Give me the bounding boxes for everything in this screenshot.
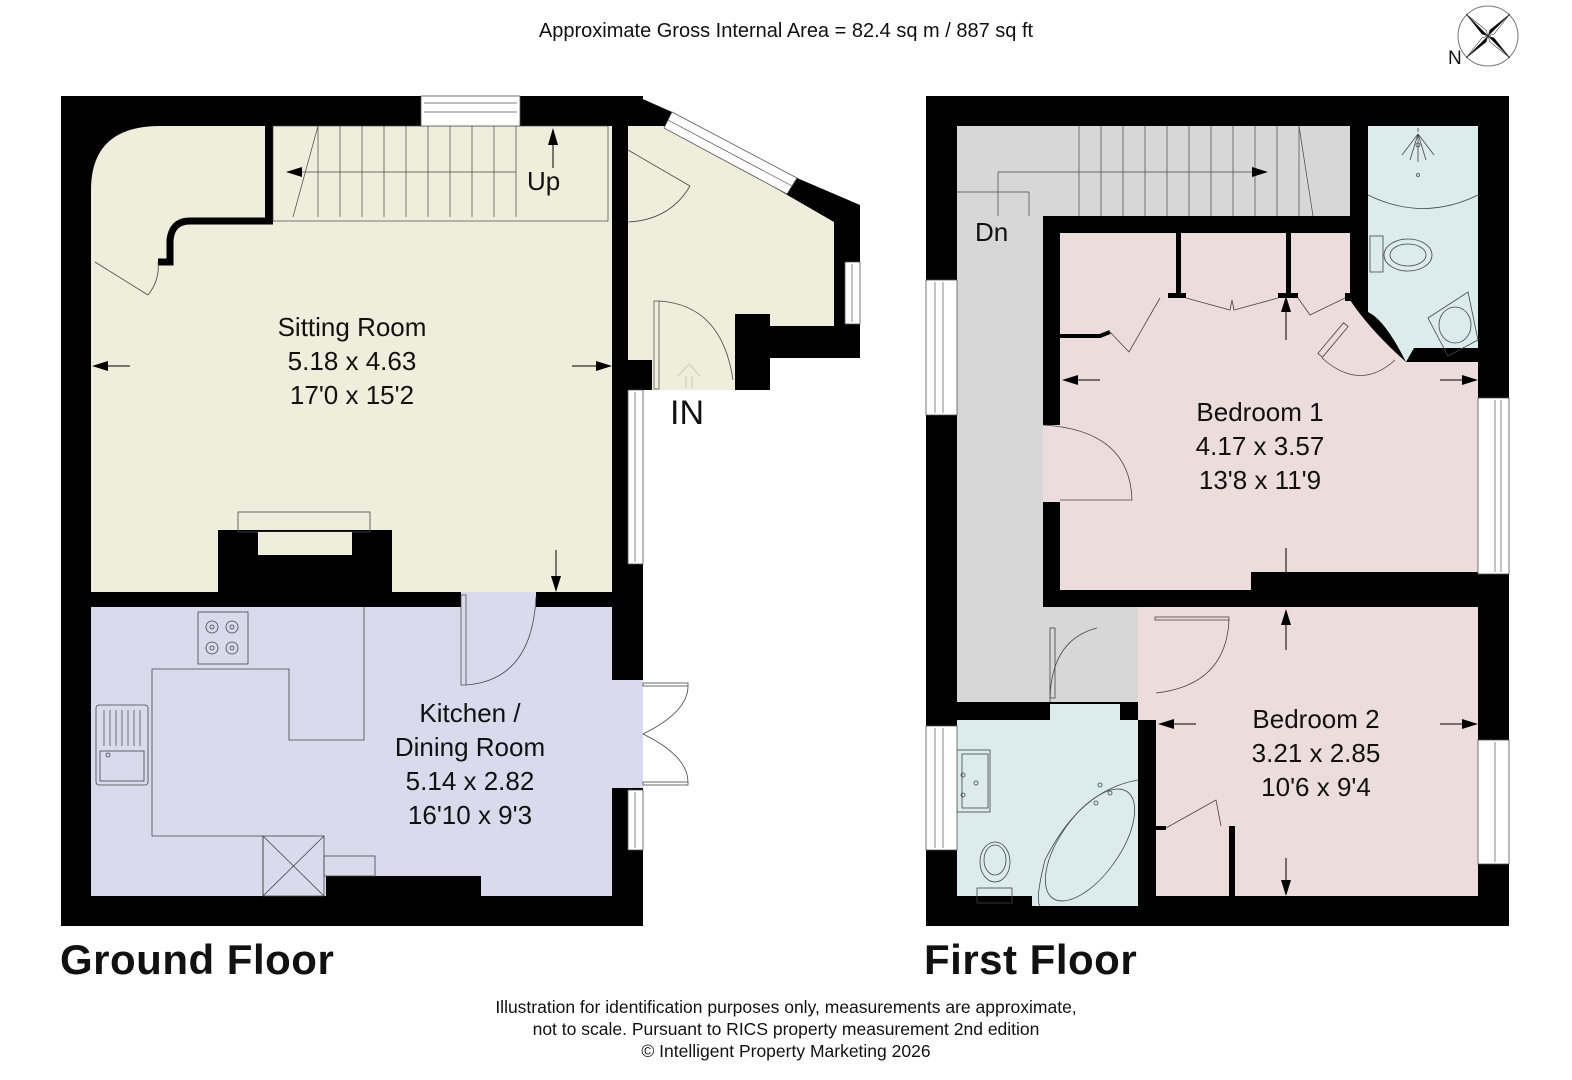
compass-rose-icon bbox=[1457, 5, 1519, 67]
stairs-up-label: Up bbox=[527, 166, 561, 196]
room-sitting-room: Sitting Room 5.18 x 4.63 17'0 x 15'2 bbox=[232, 310, 472, 412]
entrance-label: IN bbox=[670, 394, 704, 432]
gross-internal-area: Approximate Gross Internal Area = 82.4 s… bbox=[538, 20, 1034, 42]
stairs-down-label: Dn bbox=[975, 217, 1009, 247]
ground-floor-title: Ground Floor bbox=[60, 936, 335, 983]
first-floor-title: First Floor bbox=[924, 936, 1138, 983]
room-metric: 4.17 x 3.57 bbox=[1195, 431, 1325, 461]
bedroom-1-floor bbox=[1060, 233, 1478, 590]
sitting-room-floor bbox=[91, 126, 612, 592]
entrance-hall-floor bbox=[628, 126, 834, 390]
disclaimer-line-1: Illustration for identification purposes… bbox=[495, 997, 1077, 1017]
room-imperial: 16'10 x 9'3 bbox=[407, 800, 533, 830]
room-imperial: 17'0 x 15'2 bbox=[289, 380, 415, 410]
ground-floor-plan bbox=[61, 95, 861, 926]
room-metric: 5.14 x 2.82 bbox=[405, 766, 535, 796]
room-name-line2: Dining Room bbox=[394, 732, 546, 762]
room-metric: 3.21 x 2.85 bbox=[1251, 738, 1381, 768]
first-floor-plan bbox=[925, 96, 1510, 926]
room-name: Kitchen / bbox=[419, 698, 521, 728]
room-kitchen-dining: Kitchen / Dining Room 5.14 x 2.82 16'10 … bbox=[360, 696, 580, 832]
room-imperial: 10'6 x 9'4 bbox=[1261, 772, 1371, 802]
kitchen-floor bbox=[91, 592, 643, 896]
landing-floor bbox=[957, 126, 1350, 702]
room-bedroom-1: Bedroom 1 4.17 x 3.57 13'8 x 11'9 bbox=[1160, 395, 1360, 497]
bathroom-floor bbox=[957, 704, 1138, 906]
room-name: Bedroom 1 bbox=[1196, 397, 1324, 427]
room-name: Bedroom 2 bbox=[1252, 704, 1380, 734]
bedroom-2-floor bbox=[1138, 607, 1478, 896]
room-name: Sitting Room bbox=[277, 312, 427, 342]
disclaimer: Illustration for identification purposes… bbox=[0, 996, 1572, 1062]
room-imperial: 13'8 x 11'9 bbox=[1198, 465, 1322, 495]
room-bedroom-2: Bedroom 2 3.21 x 2.85 10'6 x 9'4 bbox=[1216, 702, 1416, 804]
copyright: © Intelligent Property Marketing 2026 bbox=[641, 1041, 931, 1061]
compass-north-label: N bbox=[1448, 48, 1462, 69]
room-metric: 5.18 x 4.63 bbox=[287, 346, 417, 376]
disclaimer-line-2: not to scale. Pursuant to RICS property … bbox=[532, 1019, 1040, 1039]
